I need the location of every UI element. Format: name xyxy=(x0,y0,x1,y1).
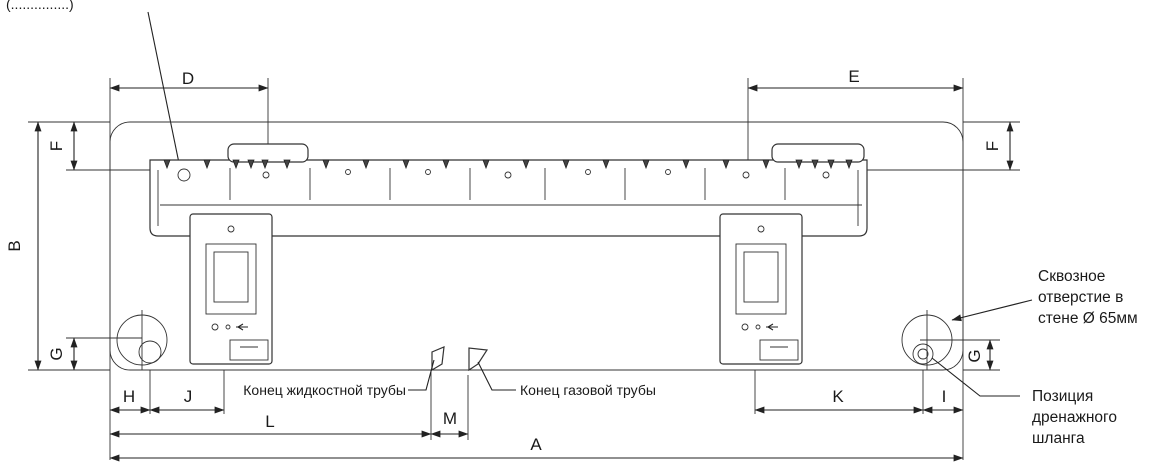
wall-hole-label-2: отверстие в xyxy=(1038,289,1123,306)
right-bracket xyxy=(719,213,803,365)
liquid-pipe-label: Конец жидкостной трубы xyxy=(243,382,406,398)
drain-hose-label-3: шланга xyxy=(1032,430,1085,447)
label-J: J xyxy=(184,387,193,406)
drain-hose-label-1: Позиция xyxy=(1032,388,1093,405)
label-K: K xyxy=(832,387,844,406)
extension-lines xyxy=(28,78,1020,460)
label-L: L xyxy=(265,412,274,431)
left-wall-hole xyxy=(116,310,168,370)
label-F-right: F xyxy=(983,141,1002,151)
gas-pipe-label: Конец газовой трубы xyxy=(520,382,656,398)
label-A: A xyxy=(530,435,542,454)
right-wall-hole xyxy=(901,310,953,370)
label-I: I xyxy=(942,387,947,406)
label-H: H xyxy=(123,387,135,406)
label-M: M xyxy=(443,409,457,428)
label-G-left: G xyxy=(47,347,66,360)
mounting-plate xyxy=(149,143,868,237)
label-B: B xyxy=(5,240,24,251)
label-G-right: G xyxy=(965,349,984,362)
top-note-leader xyxy=(147,11,181,169)
callout-leaders xyxy=(408,299,1033,397)
left-bracket xyxy=(189,213,273,365)
top-note: (...............) xyxy=(6,0,74,12)
wall-hole-label-3: стене Ø 65мм xyxy=(1038,310,1138,327)
wall-hole-label-1: Сквозное xyxy=(1038,268,1105,285)
drain-hose-label-2: дренажного xyxy=(1032,409,1117,426)
pipe-end-markers xyxy=(431,346,489,372)
label-F-left: F xyxy=(47,141,66,151)
dimension-lines xyxy=(34,84,1014,462)
label-D: D xyxy=(182,69,194,88)
label-E: E xyxy=(848,67,859,86)
